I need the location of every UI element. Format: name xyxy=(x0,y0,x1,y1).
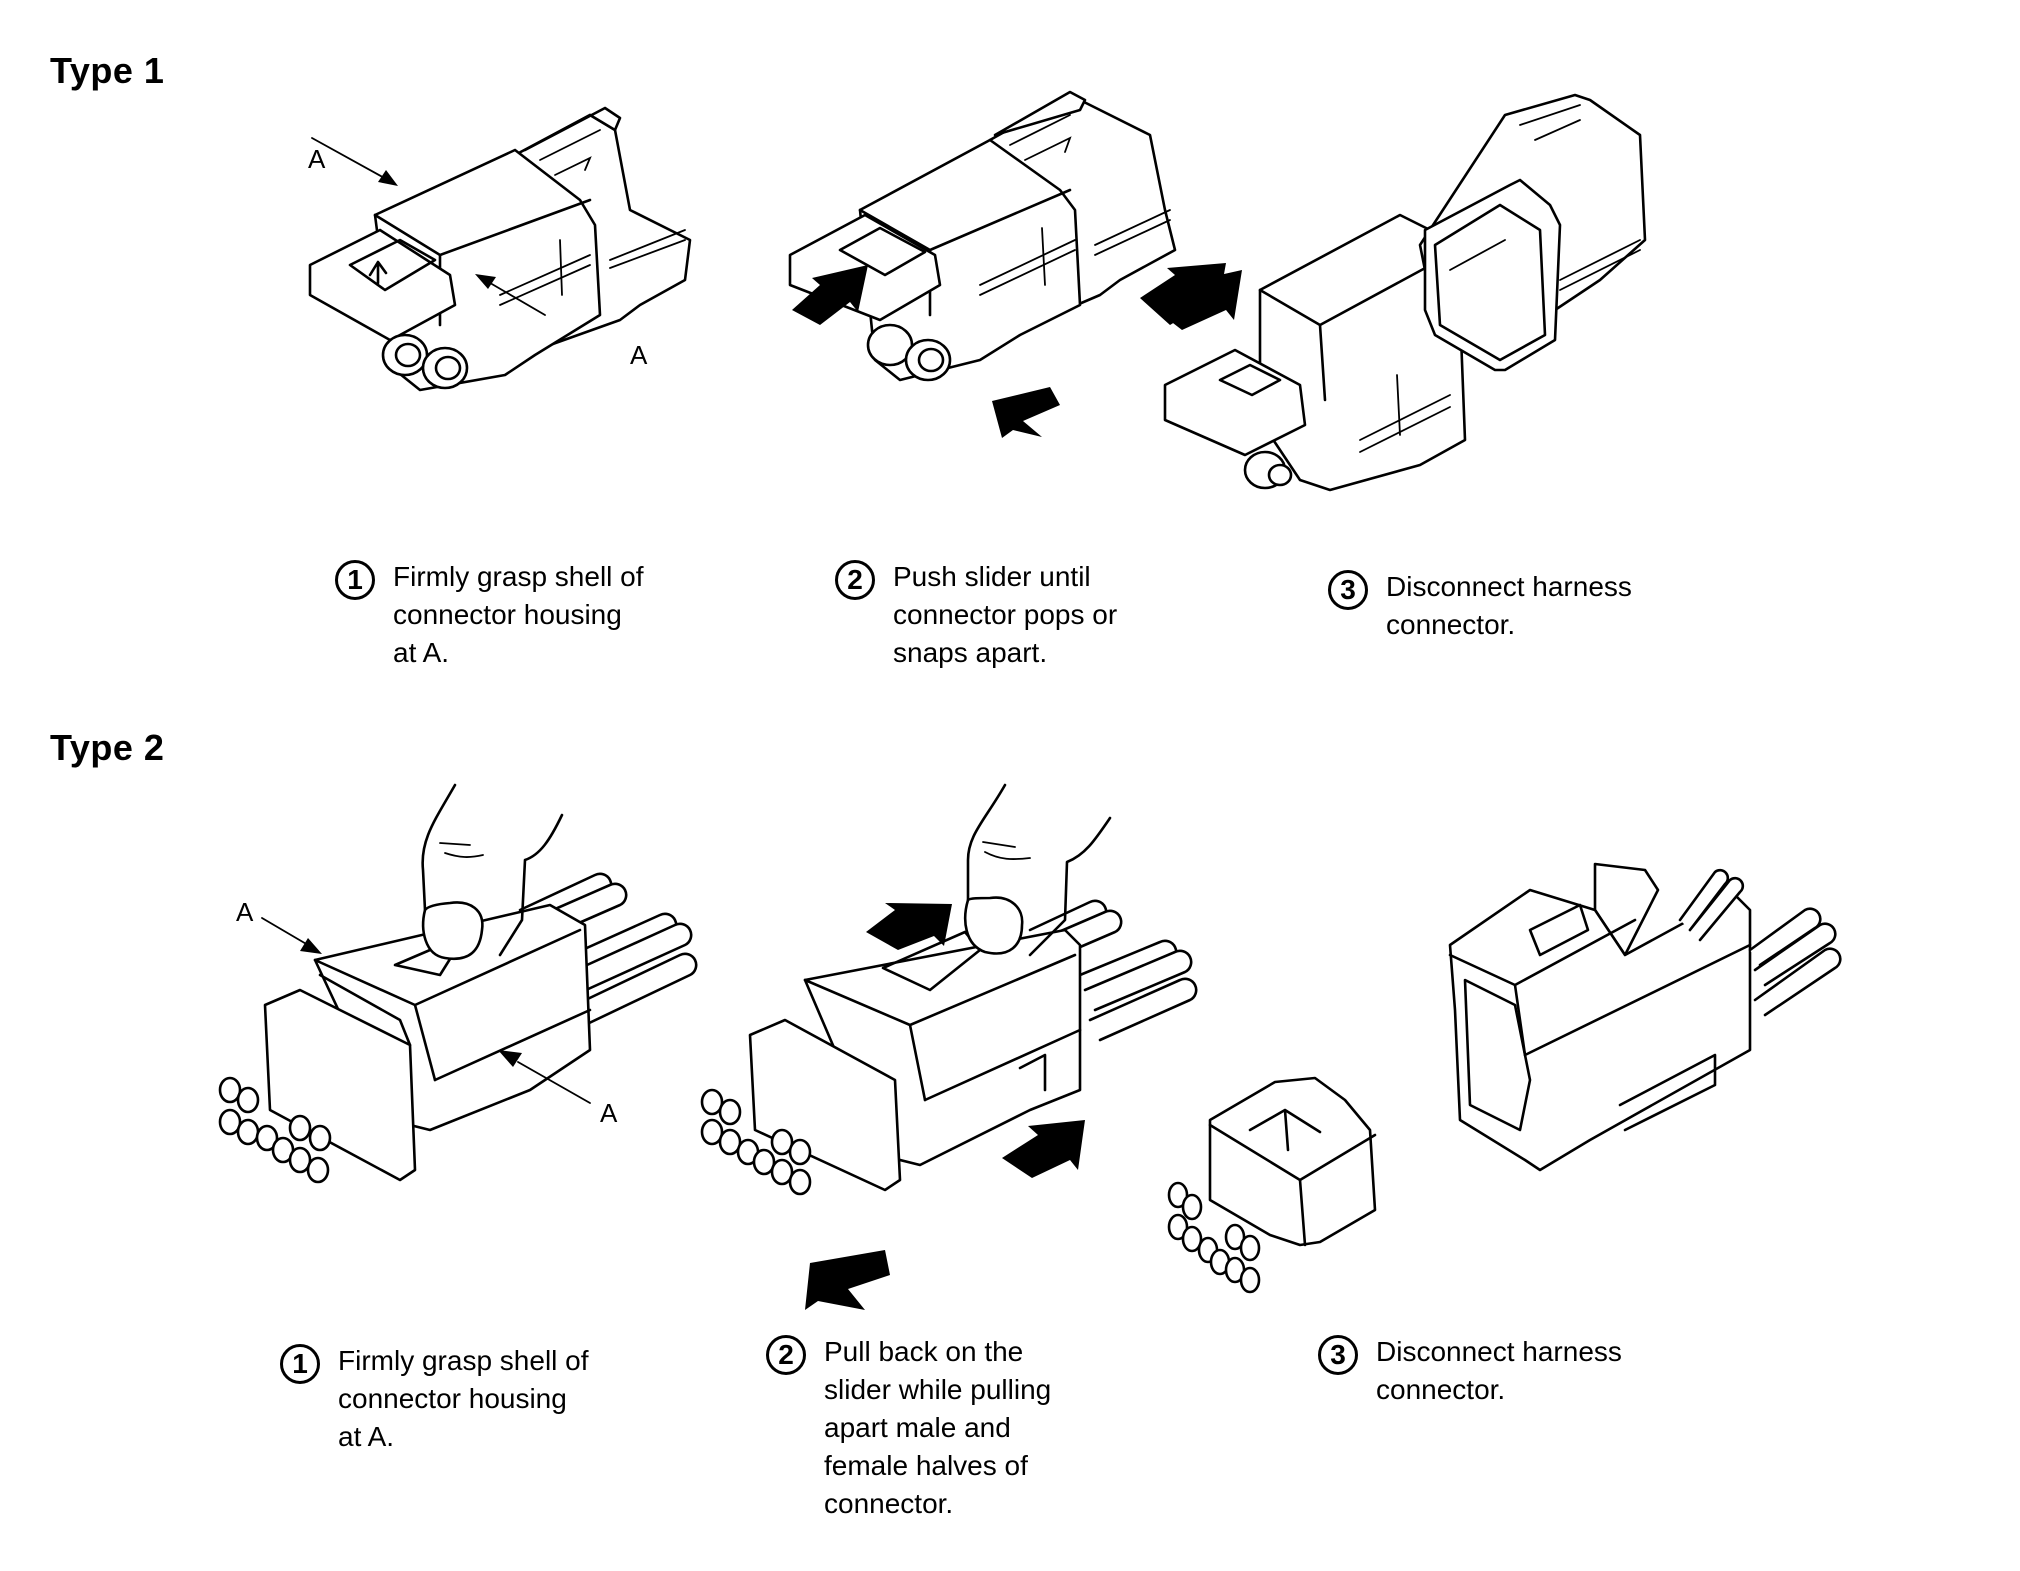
step-number-badge: 3 xyxy=(1328,570,1368,610)
callout-label-a: A xyxy=(308,144,326,174)
leader-arrow-icon xyxy=(498,1050,591,1104)
step-number-badge: 2 xyxy=(835,560,875,600)
type-1-step-1: 1 Firmly grasp shell of connector housin… xyxy=(335,558,644,672)
type-1-step-2: 2 Push slider until connector pops or sn… xyxy=(835,558,1117,672)
female-connector-half xyxy=(1163,213,1467,492)
step-instruction: Firmly grasp shell of connector housing … xyxy=(338,1345,589,1452)
step-number-badge: 3 xyxy=(1318,1335,1358,1375)
leader-arrow-icon xyxy=(475,274,546,316)
callout-label-a: A xyxy=(630,340,648,370)
type-2-step-3: 3 Disconnect harness connector. xyxy=(1318,1333,1622,1409)
callout-label-a: A xyxy=(600,1098,618,1128)
wire-bundle-front xyxy=(218,1076,332,1184)
type-1-step-3-figure xyxy=(1140,93,1647,492)
motion-arrow-icon xyxy=(992,387,1060,438)
motion-arrow-icon xyxy=(1002,1120,1085,1178)
type-2-step-2-figure xyxy=(700,783,1198,1310)
type-1-title: Type 1 xyxy=(50,50,165,91)
wire-bundle-front xyxy=(700,1088,812,1196)
wire-bundle-rear xyxy=(518,872,698,1027)
wire-bundle-rear xyxy=(1678,868,1842,1017)
male-connector-half xyxy=(1418,93,1647,372)
hand-finger-icon xyxy=(963,783,1112,957)
step-instruction: Disconnect harness connector. xyxy=(1386,571,1632,640)
step-number-badge: 1 xyxy=(280,1344,320,1384)
type-2-step-3-figure xyxy=(1167,862,1842,1294)
type-1-step-1-figure xyxy=(308,106,692,392)
step-number-badge: 1 xyxy=(335,560,375,600)
connector-housing xyxy=(748,928,1082,1192)
female-connector-half xyxy=(1448,862,1752,1172)
step-instruction: Pull back on the slider while pulling ap… xyxy=(824,1336,1052,1519)
type-2-step-2: 2 Pull back on the slider while pulling … xyxy=(766,1333,1051,1523)
step-instruction: Push slider until connector pops or snap… xyxy=(893,561,1118,668)
male-connector-half xyxy=(1167,1076,1377,1294)
motion-arrow-icon xyxy=(866,903,952,950)
type-2-step-1: 1 Firmly grasp shell of connector housin… xyxy=(280,1342,589,1456)
step-number-badge: 2 xyxy=(766,1335,806,1375)
leader-arrow-icon xyxy=(261,917,322,954)
motion-arrow-icon xyxy=(805,1250,890,1310)
type-2-title: Type 2 xyxy=(50,727,165,768)
connector-housing xyxy=(788,90,1177,382)
type-1-step-3: 3 Disconnect harness connector. xyxy=(1328,568,1632,644)
connector-housing xyxy=(308,106,692,392)
hand-finger-icon xyxy=(421,783,564,961)
step-instruction: Disconnect harness connector. xyxy=(1376,1336,1622,1405)
connector-housing xyxy=(263,903,592,1182)
leader-arrow-icon xyxy=(311,137,398,186)
motion-arrow-icon xyxy=(792,265,868,325)
type-1-step-2-figure xyxy=(788,90,1242,438)
callout-label-a: A xyxy=(236,897,254,927)
type-2-step-1-figure xyxy=(218,783,698,1184)
motion-arrow-icon xyxy=(1140,263,1226,325)
step-instruction: Firmly grasp shell of connector housing … xyxy=(393,561,644,668)
